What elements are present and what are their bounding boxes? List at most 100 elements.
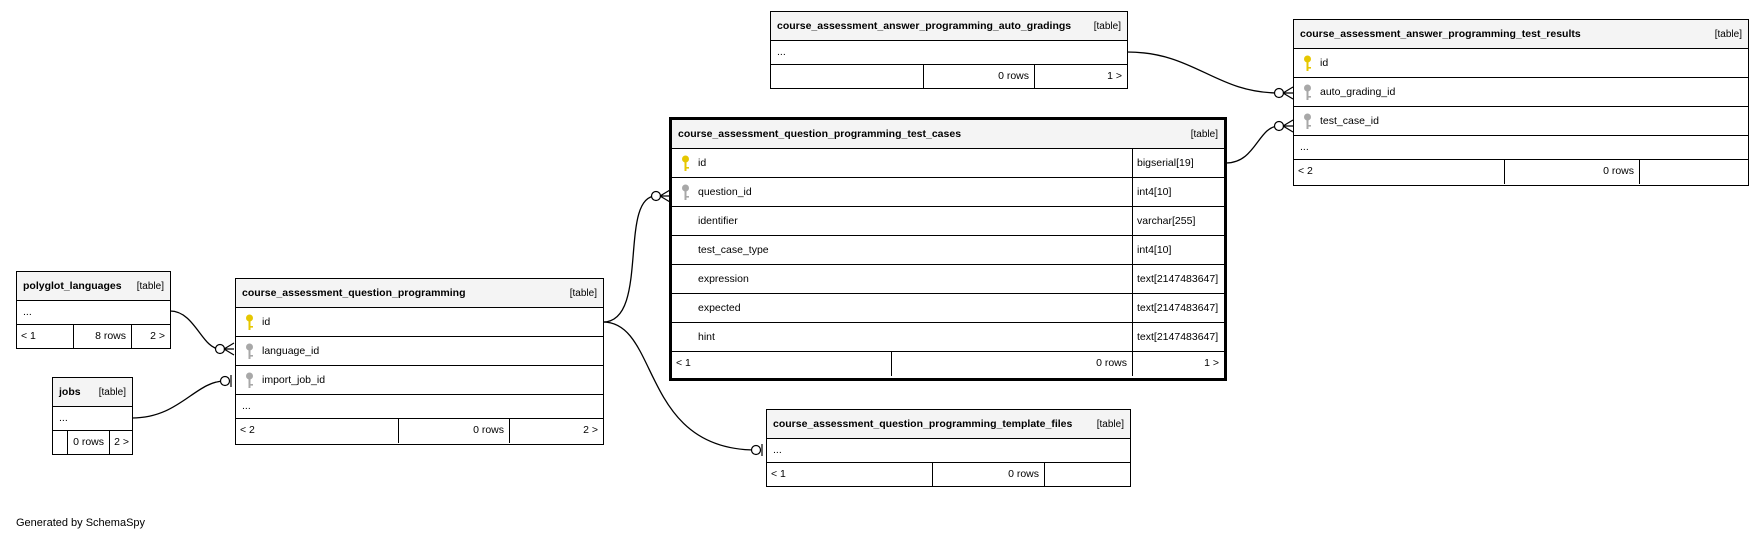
row-count: 0 rows bbox=[1504, 160, 1639, 184]
table-header: course_assessment_question_programming_t… bbox=[767, 410, 1130, 439]
column-name: test_case_type bbox=[698, 244, 769, 256]
footer-right-link[interactable]: 1 > bbox=[1132, 352, 1224, 376]
ellipsis-row: ... bbox=[236, 395, 603, 419]
column-name: id bbox=[1320, 57, 1329, 69]
table-name: course_assessment_question_programming_t… bbox=[678, 128, 962, 140]
table-jobs[interactable]: jobs [table] ... 0 rows 2 > bbox=[52, 377, 133, 455]
table-footer: < 1 8 rows 2 > bbox=[17, 325, 170, 349]
column-type: text[2147483647] bbox=[1132, 323, 1224, 351]
column-row: question_id int4[10] bbox=[672, 178, 1224, 207]
table-type: [table] bbox=[136, 281, 164, 292]
column-type: int4[10] bbox=[1132, 178, 1224, 206]
column-name: hint bbox=[698, 331, 715, 343]
column-name: language_id bbox=[262, 345, 320, 357]
column-name: id bbox=[262, 316, 271, 328]
table-header: course_assessment_question_programming [… bbox=[236, 279, 603, 308]
edge-end-circle bbox=[1273, 87, 1285, 99]
column-name: expression bbox=[698, 273, 749, 285]
footer-left-link[interactable]: < 1 bbox=[771, 468, 786, 480]
column-row: hint text[2147483647] bbox=[672, 323, 1224, 352]
footer-left-link[interactable]: < 2 bbox=[1298, 165, 1313, 177]
footer-right-link[interactable]: 1 > bbox=[1034, 65, 1127, 89]
crowfoot-mark bbox=[1282, 86, 1294, 100]
ellipsis: ... bbox=[1300, 141, 1309, 153]
column-row: test_case_id bbox=[1294, 107, 1748, 136]
column-row: import_job_id bbox=[236, 366, 603, 395]
crowfoot-mark bbox=[659, 189, 671, 203]
table-polyglot-languages[interactable]: polyglot_languages [table] ... < 1 8 row… bbox=[16, 271, 171, 349]
ellipsis: ... bbox=[23, 306, 32, 318]
edge-end-circle bbox=[219, 375, 231, 387]
table-name: course_assessment_answer_programming_tes… bbox=[1300, 28, 1581, 40]
footer-left bbox=[771, 65, 923, 89]
footer-left-link[interactable]: < 1 bbox=[21, 330, 36, 342]
table-header: course_assessment_answer_programming_tes… bbox=[1294, 20, 1748, 49]
footer-right-link[interactable]: 2 > bbox=[131, 325, 170, 349]
table-test-cases[interactable]: course_assessment_question_programming_t… bbox=[669, 117, 1227, 381]
table-footer: 0 rows 1 > bbox=[771, 65, 1127, 89]
ellipsis-row: ... bbox=[767, 439, 1130, 463]
foreign-key-icon bbox=[682, 184, 689, 200]
column-type: bigserial[19] bbox=[1132, 149, 1224, 177]
edge-end-circle bbox=[1273, 120, 1285, 132]
ellipsis: ... bbox=[773, 444, 782, 456]
table-footer: 0 rows 2 > bbox=[53, 431, 132, 455]
row-count: 0 rows bbox=[398, 419, 509, 443]
row-count: 0 rows bbox=[932, 463, 1044, 487]
footer-right bbox=[1639, 160, 1748, 184]
footer-left-link[interactable]: < 1 bbox=[676, 357, 691, 369]
footer-right-link[interactable]: 2 > bbox=[509, 419, 603, 443]
column-name: auto_grading_id bbox=[1320, 86, 1396, 98]
column-row: id bbox=[1294, 49, 1748, 78]
generated-by-label: Generated by SchemaSpy bbox=[16, 517, 146, 529]
ellipsis: ... bbox=[242, 400, 251, 412]
row-count: 8 rows bbox=[73, 325, 131, 349]
table-footer: < 2 0 rows 2 > bbox=[236, 419, 603, 443]
footer-right bbox=[1044, 463, 1130, 487]
table-name: jobs bbox=[59, 386, 81, 398]
table-header: course_assessment_question_programming_t… bbox=[672, 120, 1224, 149]
row-count: 0 rows bbox=[923, 65, 1034, 89]
ellipsis-row: ... bbox=[771, 41, 1127, 65]
table-name: course_assessment_question_programming bbox=[242, 287, 466, 299]
column-row: id bigserial[19] bbox=[672, 149, 1224, 178]
table-auto-gradings[interactable]: course_assessment_answer_programming_aut… bbox=[770, 11, 1128, 89]
column-row: identifier varchar[255] bbox=[672, 207, 1224, 236]
crowfoot-mark bbox=[1282, 119, 1294, 133]
ellipsis-row: ... bbox=[17, 301, 170, 325]
column-row: id bbox=[236, 308, 603, 337]
edge-end-circle bbox=[214, 343, 226, 355]
edge-jobs-to-programming bbox=[131, 380, 226, 419]
table-test-results[interactable]: course_assessment_answer_programming_tes… bbox=[1293, 19, 1749, 186]
ellipsis: ... bbox=[777, 46, 786, 58]
footer-left bbox=[53, 431, 67, 455]
table-type: [table] bbox=[98, 387, 126, 398]
primary-key-icon bbox=[246, 314, 253, 330]
table-type: [table] bbox=[1714, 29, 1742, 40]
column-type: int4[10] bbox=[1132, 236, 1224, 264]
edge-end-circle bbox=[750, 444, 762, 456]
column-name: import_job_id bbox=[262, 374, 326, 386]
column-name: question_id bbox=[698, 186, 752, 198]
column-name: test_case_id bbox=[1320, 115, 1379, 127]
row-count: 0 rows bbox=[891, 352, 1132, 376]
footer-left-link[interactable]: < 2 bbox=[240, 424, 255, 436]
ellipsis-row: ... bbox=[53, 407, 132, 431]
column-row: language_id bbox=[236, 337, 603, 366]
foreign-key-icon bbox=[1304, 113, 1311, 129]
column-type: varchar[255] bbox=[1132, 207, 1224, 235]
primary-key-icon bbox=[1304, 55, 1311, 71]
column-row: auto_grading_id bbox=[1294, 78, 1748, 107]
footer-right-link[interactable]: 2 > bbox=[109, 431, 132, 455]
edge-programming-to-template-files bbox=[602, 321, 757, 451]
edge-programming-to-test-cases bbox=[602, 195, 657, 323]
edge-auto-grading-to-test-results bbox=[1126, 51, 1280, 94]
table-question-programming[interactable]: course_assessment_question_programming [… bbox=[235, 278, 604, 445]
table-type: [table] bbox=[1093, 21, 1121, 32]
foreign-key-icon bbox=[246, 372, 253, 388]
edge-end-circle bbox=[650, 190, 662, 202]
column-name: expected bbox=[698, 302, 741, 314]
table-header: course_assessment_answer_programming_aut… bbox=[771, 12, 1127, 41]
table-template-files[interactable]: course_assessment_question_programming_t… bbox=[766, 409, 1131, 487]
